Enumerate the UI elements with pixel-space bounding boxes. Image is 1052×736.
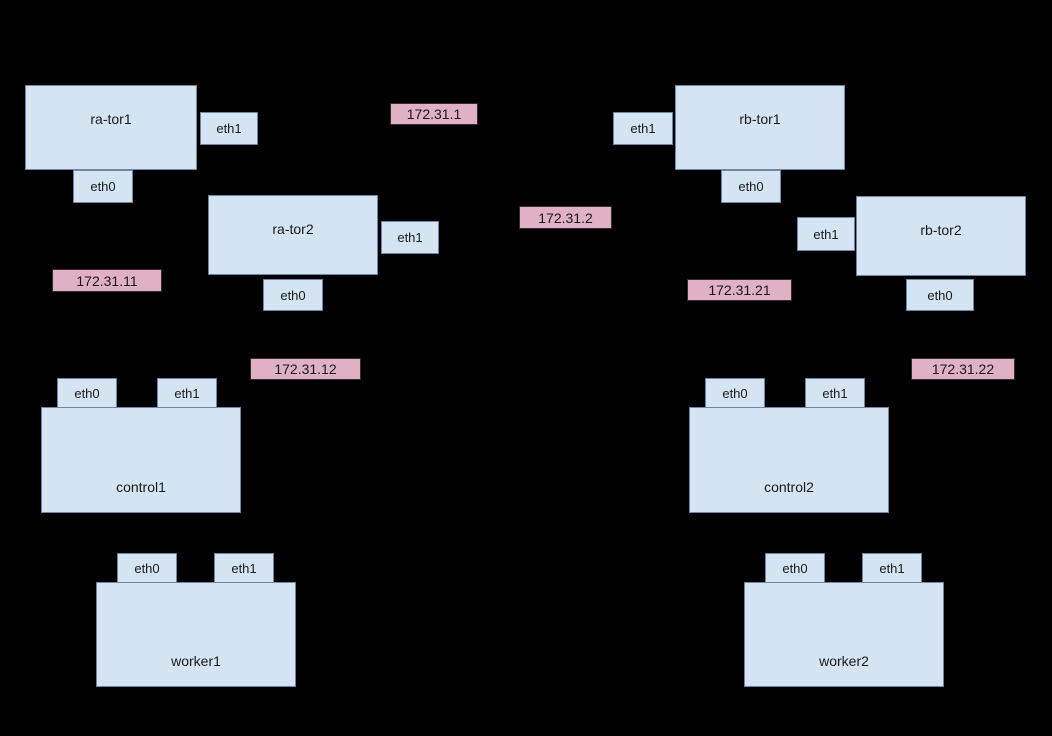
port-ra-tor2-eth0[interactable]: eth0	[263, 279, 323, 311]
node-label-control2: control2	[764, 479, 814, 495]
node-rb-tor1[interactable]: rb-tor1	[675, 85, 845, 170]
ip-label-172-31-2: 172.31.2	[519, 206, 612, 229]
port-rb-tor2-eth1[interactable]: eth1	[797, 217, 855, 251]
node-ra-tor1[interactable]: ra-tor1	[25, 85, 197, 170]
node-label-ra-tor1: ra-tor1	[90, 111, 132, 127]
node-label-rb-tor2: rb-tor2	[920, 222, 962, 238]
port-worker1-eth1[interactable]: eth1	[214, 553, 274, 583]
node-label-worker1: worker1	[171, 653, 221, 669]
port-ra-tor1-eth1[interactable]: eth1	[200, 112, 258, 145]
node-label-worker2: worker2	[819, 653, 869, 669]
node-label-control1: control1	[116, 479, 166, 495]
port-ra-tor2-eth1[interactable]: eth1	[381, 221, 439, 254]
ip-label-172-31-11: 172.31.11	[52, 269, 162, 292]
node-label-ra-tor2: ra-tor2	[272, 221, 314, 237]
node-ra-tor2[interactable]: ra-tor2	[208, 195, 378, 275]
port-control1-eth1[interactable]: eth1	[157, 378, 217, 408]
node-label-rb-tor1: rb-tor1	[739, 111, 781, 127]
node-control1[interactable]: control1	[41, 407, 241, 513]
port-control2-eth1[interactable]: eth1	[805, 378, 865, 408]
port-worker2-eth1[interactable]: eth1	[862, 553, 922, 583]
port-rb-tor2-eth0[interactable]: eth0	[906, 279, 974, 311]
port-worker1-eth0[interactable]: eth0	[117, 553, 177, 583]
ip-label-172-31-21: 172.31.21	[687, 279, 792, 301]
port-rb-tor1-eth1[interactable]: eth1	[613, 112, 673, 145]
ip-label-172-31-22: 172.31.22	[911, 358, 1015, 380]
port-control1-eth0[interactable]: eth0	[57, 378, 117, 408]
node-worker1[interactable]: worker1	[96, 582, 296, 687]
port-control2-eth0[interactable]: eth0	[705, 378, 765, 408]
port-rb-tor1-eth0[interactable]: eth0	[721, 170, 781, 203]
node-worker2[interactable]: worker2	[744, 582, 944, 687]
ip-label-172-31-12: 172.31.12	[250, 358, 361, 380]
port-ra-tor1-eth0[interactable]: eth0	[73, 170, 133, 203]
ip-label-172-31-1: 172.31.1	[390, 103, 478, 125]
port-worker2-eth0[interactable]: eth0	[765, 553, 825, 583]
node-rb-tor2[interactable]: rb-tor2	[856, 196, 1026, 276]
node-control2[interactable]: control2	[689, 407, 889, 513]
